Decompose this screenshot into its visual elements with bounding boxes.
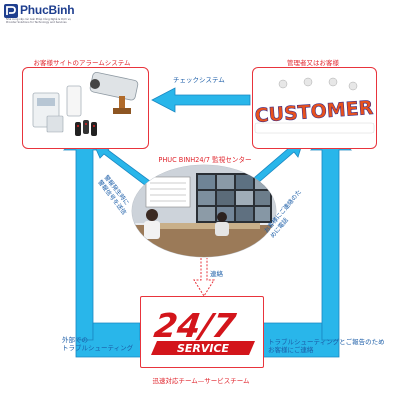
- service-logo-small: SERVICE: [177, 342, 230, 355]
- external-troubleshoot-label: 外部での トラブルシューティング: [62, 336, 134, 352]
- notify-customer-label: お客様にご連絡のた めに電話: [263, 188, 304, 240]
- customer-figures-icon: [254, 77, 375, 134]
- customer-box: CUSTOMER: [252, 67, 377, 149]
- alarm-system-title: お客様サイトのアラームシステム: [33, 59, 131, 67]
- monitoring-center-illustration: [131, 164, 277, 258]
- check-system-arrow: [151, 87, 251, 113]
- service-247-logo: 24/7 SERVICE: [151, 306, 255, 355]
- phucbinh-logo-icon: [4, 4, 18, 18]
- service-team-title: 迅速対応チーム—サービスチーム: [152, 377, 250, 385]
- monitoring-center-title: PHUC BINH24/7 監視センター: [158, 156, 252, 164]
- alarm-signal-label: 警報発生時に 警報信号を送信: [96, 174, 131, 217]
- alarm-system-box: [22, 67, 149, 149]
- brand-tagline: Nhà cung cấp các Giải Pháp Công Nghệ & D…: [6, 18, 71, 25]
- customer-sign-text: CUSTOMER: [254, 97, 374, 127]
- cctv-camera-icon: [89, 71, 139, 114]
- contact-arrow: [193, 258, 215, 297]
- service-logo-big: 24/7: [152, 306, 238, 345]
- customer-sign-illustration: CUSTOMER: [254, 77, 375, 134]
- whiteboard-icon: [145, 176, 191, 208]
- alarm-system-illustration: [32, 71, 139, 136]
- remote-fob-icons: [75, 120, 97, 136]
- contact-label: 連絡: [210, 270, 223, 278]
- loop-arrow-left: [62, 131, 106, 341]
- brand-name: PhucBinh: [20, 3, 75, 17]
- troubleshoot-report-label: トラブルシューティングとご報告のため お客様にご連絡: [268, 338, 385, 354]
- check-system-label: チェックシステム: [173, 76, 225, 84]
- customer-title: 管理者又はお客様: [287, 59, 339, 67]
- service-team-box: 24/7 SERVICE: [140, 296, 264, 368]
- operator-figures-icon: [144, 209, 229, 239]
